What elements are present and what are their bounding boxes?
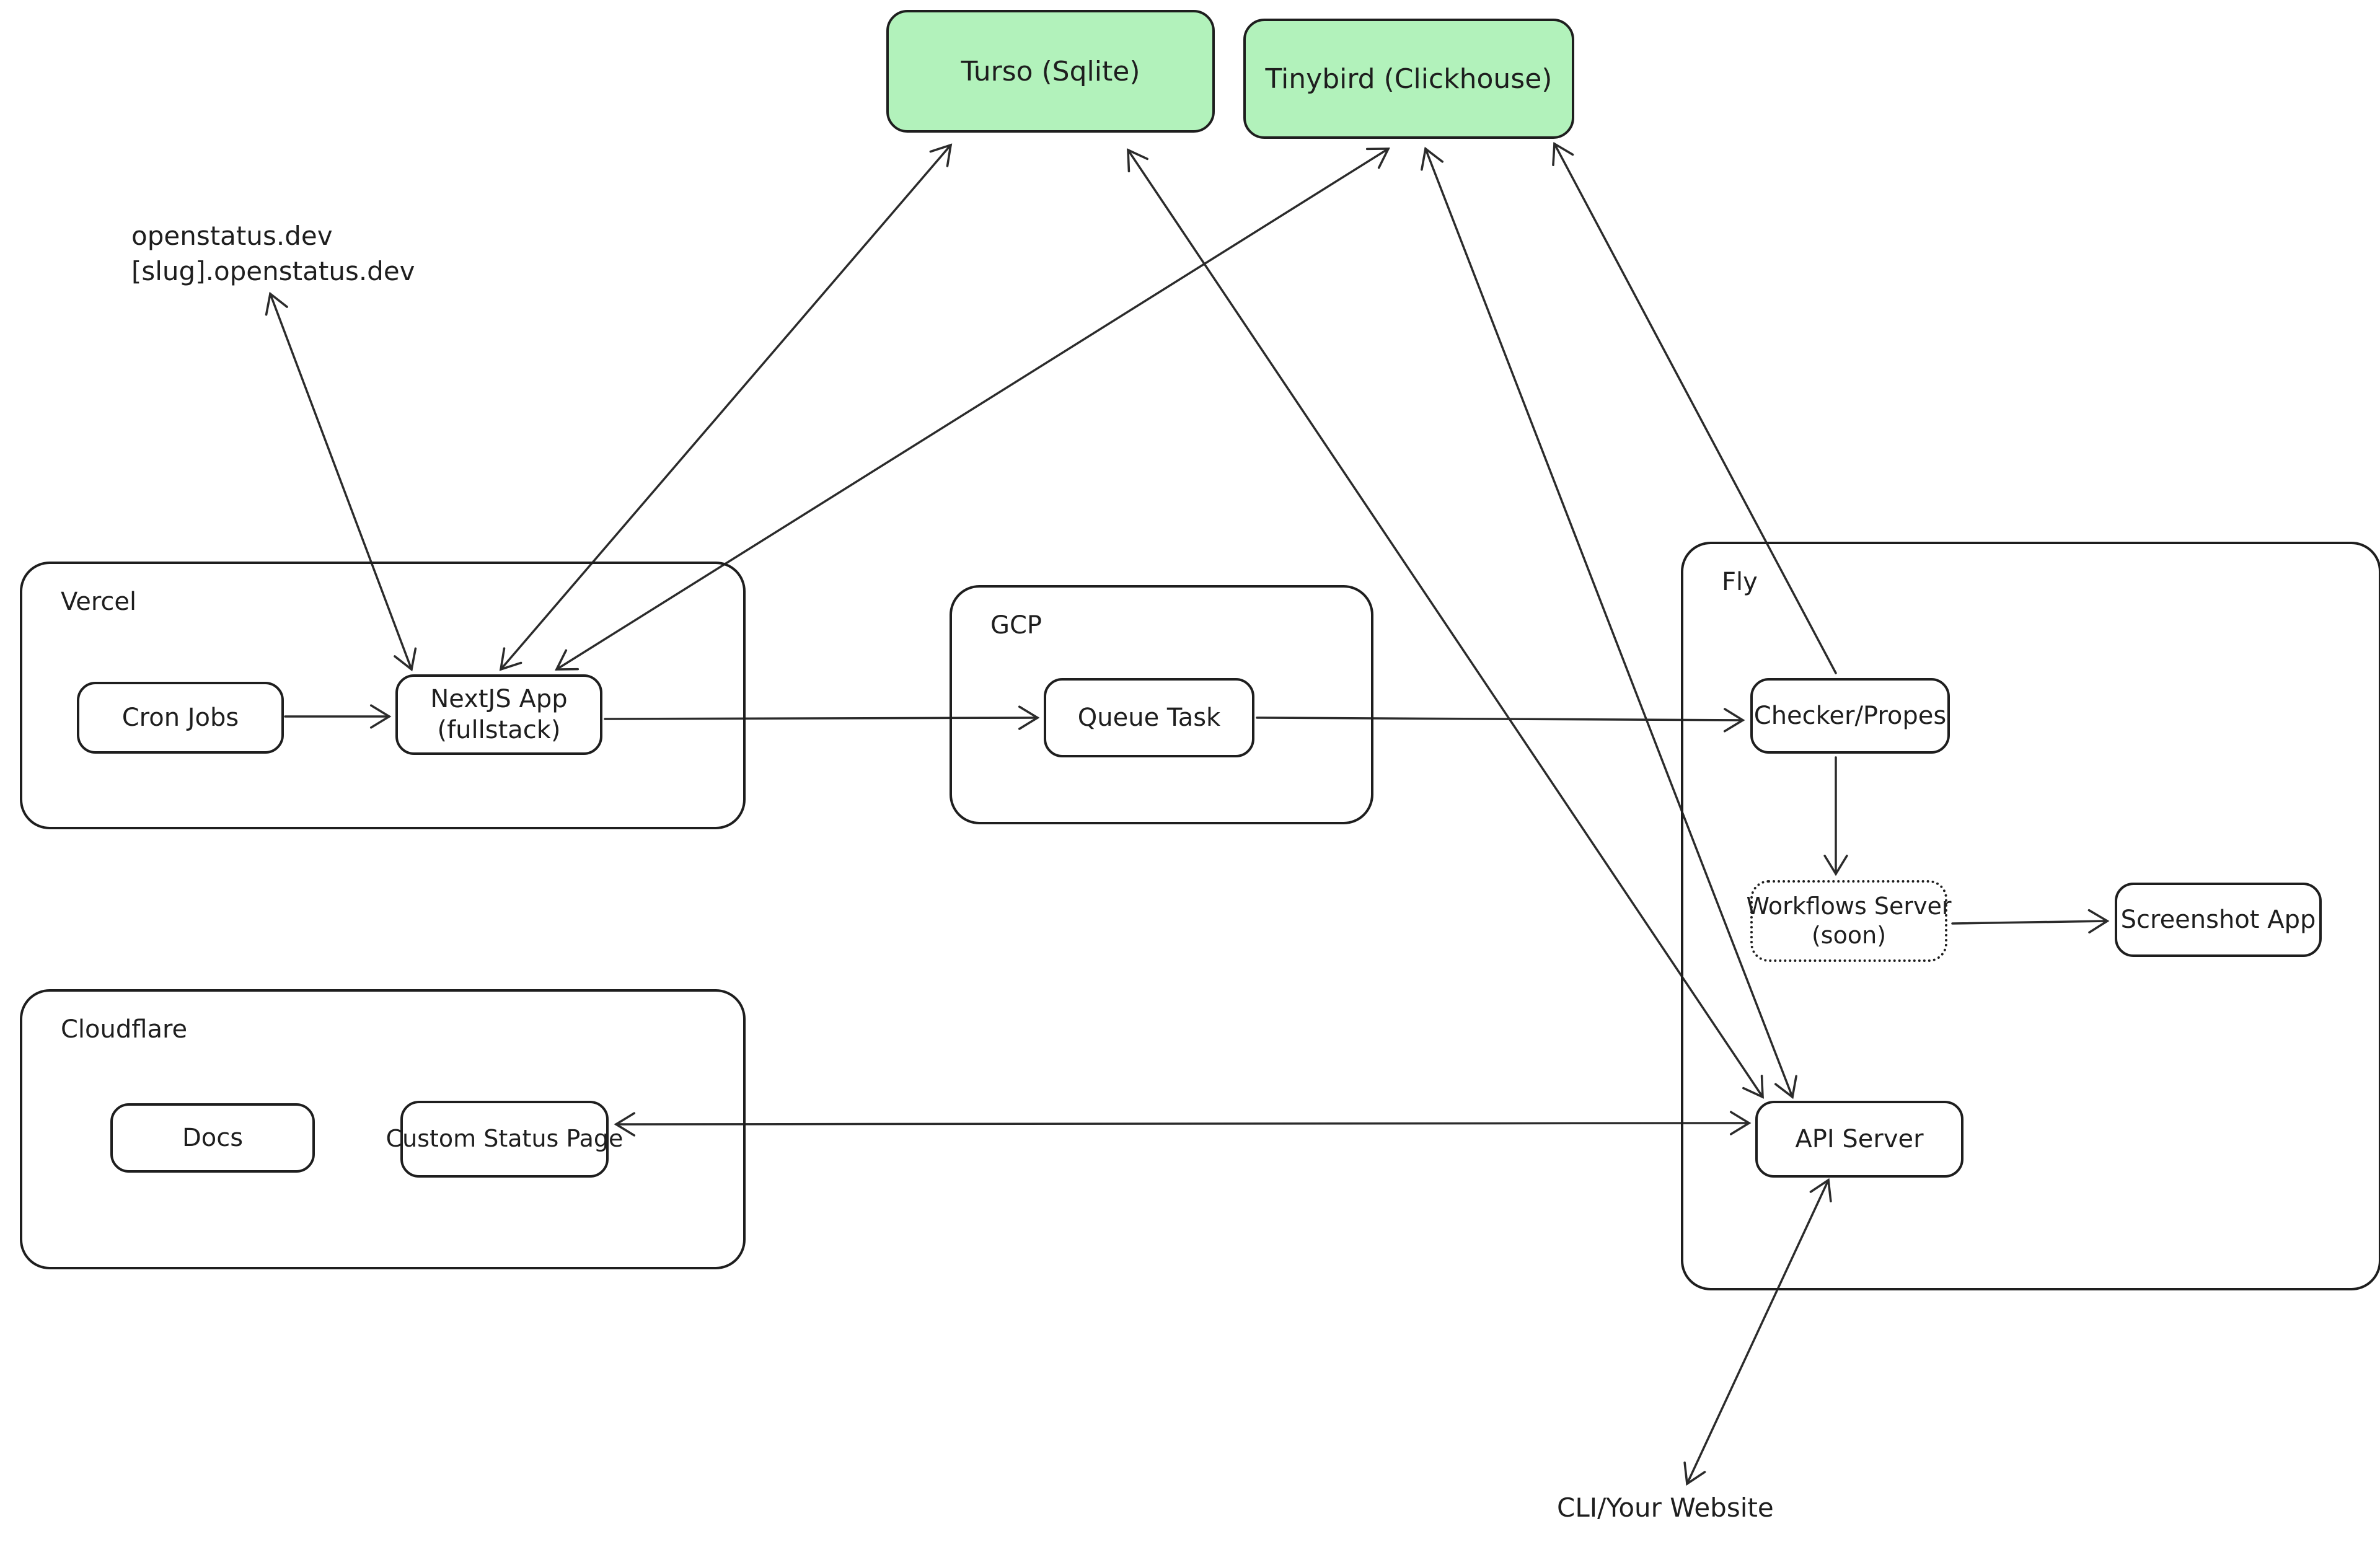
- node-custom-status-page: Custom Status Page: [386, 1101, 623, 1178]
- container-gcp-label: GCP: [990, 611, 1042, 640]
- node-api-server-label: API Server: [1795, 1125, 1924, 1153]
- edge-api-to-custom-status: [614, 1111, 1752, 1137]
- node-nextjs-app-label-line1: NextJS App: [430, 685, 568, 713]
- edge-api-to-cli: [1683, 1178, 1832, 1486]
- node-tinybird-label: Tinybird (Clickhouse): [1265, 63, 1553, 95]
- node-checker-propes-label: Checker/Propes: [1753, 702, 1947, 730]
- edge-tinybird-to-api: [1421, 146, 1797, 1100]
- node-queue-task-label: Queue Task: [1077, 703, 1221, 732]
- node-screenshot-app: Screenshot App: [2115, 883, 2322, 957]
- node-workflows-server-label-line1: Workflows Server: [1746, 892, 1952, 920]
- node-workflows-server-label-line2: (soon): [1811, 922, 1887, 949]
- node-checker-propes: Checker/Propes: [1750, 678, 1950, 754]
- node-nextjs-app-label-line2: (fullstack): [437, 716, 561, 744]
- edge-nextjs-to-domains: [265, 291, 417, 672]
- edge-queue-to-checker: [1256, 708, 1745, 733]
- edge-nextjs-to-queue: [604, 705, 1040, 730]
- node-workflows-server: Workflows Server (soon): [1747, 880, 1952, 962]
- domain-line-1: openstatus.dev: [131, 221, 333, 251]
- edge-workflows-to-screenshot: [1951, 909, 2110, 934]
- node-docs: Docs: [110, 1103, 315, 1173]
- cli-annotation: CLI/Your Website: [1557, 1492, 1774, 1523]
- node-cron-jobs: Cron Jobs: [77, 682, 284, 754]
- node-docs-label: Docs: [182, 1124, 244, 1152]
- node-tinybird: Tinybird (Clickhouse): [1243, 19, 1574, 139]
- node-nextjs-app: NextJS App (fullstack): [395, 674, 602, 755]
- container-vercel-label: Vercel: [61, 588, 137, 616]
- node-queue-task: Queue Task: [1044, 678, 1254, 757]
- node-screenshot-app-label: Screenshot App: [2120, 906, 2316, 934]
- node-custom-status-page-label: Custom Status Page: [386, 1125, 624, 1153]
- domain-line-2: [slug].openstatus.dev: [131, 256, 415, 287]
- container-fly-label: Fly: [1722, 568, 1758, 596]
- node-api-server: API Server: [1755, 1101, 1963, 1178]
- node-cron-jobs-label: Cron Jobs: [121, 703, 239, 732]
- node-turso-label: Turso (Sqlite): [961, 55, 1140, 87]
- edge-checker-to-tinybird: [1552, 141, 1837, 674]
- node-turso: Turso (Sqlite): [886, 10, 1215, 133]
- domains-annotation: openstatus.dev [slug].openstatus.dev: [131, 218, 415, 289]
- container-cloudflare-label: Cloudflare: [61, 1015, 188, 1044]
